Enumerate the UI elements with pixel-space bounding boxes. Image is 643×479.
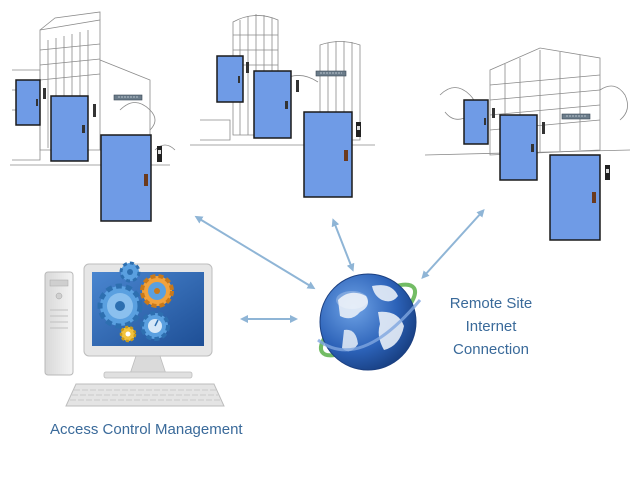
remote-site-label: Remote Site Internet Connection [436,292,546,361]
network-switch-icon [113,94,143,101]
connection-arrows [194,209,485,323]
door-icon [499,114,545,181]
arrow-site-center-globe [331,218,355,272]
door-icon [549,154,610,241]
computer-keyboard [65,383,225,407]
door-icon [253,70,299,139]
remote-site-line-1: Remote Site [449,295,533,312]
door-icon [303,111,361,198]
site-center [190,14,375,198]
remote-site-line-2: Internet [465,318,517,335]
door-icon [216,55,249,103]
gears-icon [97,261,174,343]
network-switch-icon [561,113,591,120]
network-switch-icon [315,70,347,77]
globe-icon [317,273,422,371]
arrow-site-right-globe [421,209,485,279]
desktop-computer-icon [44,261,225,407]
site-right [424,47,631,241]
door-icon [15,79,46,126]
door-icon [50,95,96,162]
access-control-management-label: Access Control Management [50,421,243,438]
computer-tower [44,271,74,376]
door-icon [100,134,162,222]
arrow-site-left-globe [194,215,316,290]
building-sketch-icon [424,47,631,156]
door-icon [463,99,495,145]
remote-site-line-3: Connection [453,341,529,358]
site-left [10,11,176,222]
